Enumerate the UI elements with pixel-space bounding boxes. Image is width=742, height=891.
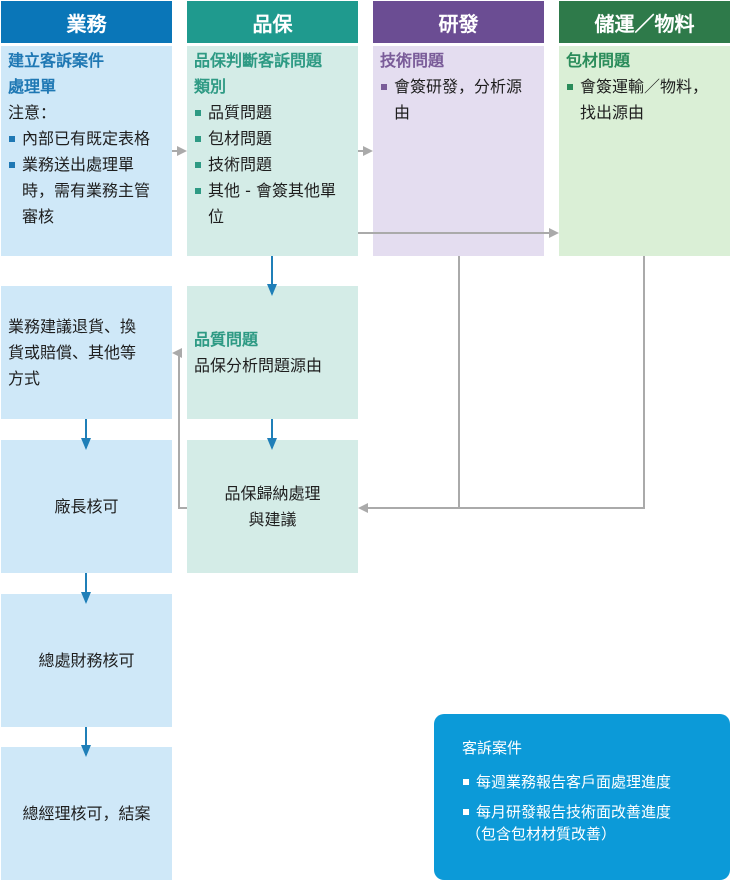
header-qa-label: 品保 bbox=[252, 11, 293, 36]
rd-tech-box: 技術問題 會簽研發，分析源由 bbox=[373, 46, 544, 256]
sales-suggest-box: 業務建議退貨、換 貨或賠償、其他等 方式 bbox=[1, 286, 172, 419]
qa-classify-item-3: 技術問題 bbox=[194, 152, 352, 178]
sales-create-item-1: 內部已有既定表格 bbox=[8, 126, 166, 152]
bullet-square-icon bbox=[463, 779, 469, 785]
qa-classify-item-2: 包材問題 bbox=[194, 126, 352, 152]
log-pack-item: 會簽運輸／物料，找出源由 bbox=[566, 74, 724, 126]
qa-quality-line: 品保分析問題源由 bbox=[194, 356, 323, 375]
qa-quality-title: 品質問題 bbox=[194, 330, 259, 349]
sales-create-title-2: 處理單 bbox=[8, 77, 57, 96]
log-pack-title: 包材問題 bbox=[566, 51, 631, 70]
header-rd: 研發 bbox=[373, 1, 544, 43]
bullet-square-icon bbox=[9, 162, 15, 168]
sales-create-note-label: 注意： bbox=[8, 103, 57, 122]
qa-classify-title-2: 類別 bbox=[194, 77, 227, 96]
bullet-square-icon bbox=[195, 162, 201, 168]
qa-classify-item-1: 品質問題 bbox=[194, 100, 352, 126]
case-note-box: 客訴案件 每週業務報告客戶面處理進度 每月研發報告技術面改善進度 （包含包材材質… bbox=[434, 714, 730, 880]
bullet-square-icon bbox=[463, 809, 469, 815]
bullet-square-icon bbox=[195, 188, 201, 194]
qa-summary-line-1: 品保歸納處理 bbox=[224, 483, 321, 503]
hq-finance-label: 總處財務核可 bbox=[38, 650, 135, 670]
header-logistics: 儲運／物料 bbox=[559, 1, 730, 43]
gm-approve-label: 總經理核可，結案 bbox=[22, 803, 151, 823]
connector-summary-to-sales bbox=[172, 348, 187, 509]
rd-tech-title: 技術問題 bbox=[380, 51, 445, 70]
bullet-square-icon bbox=[195, 110, 201, 116]
connector-logistics-return bbox=[358, 256, 645, 513]
qa-classify-box: 品保判斷客訴問題 類別 品質問題 包材問題 技術問題 其他 - 會簽其他單位 bbox=[187, 46, 358, 256]
bullet-square-icon bbox=[381, 84, 387, 90]
plant-approve-box: 廠長核可 bbox=[1, 440, 172, 573]
header-qa: 品保 bbox=[187, 1, 358, 43]
qa-summary-box: 品保歸納處理 與建議 bbox=[187, 440, 358, 573]
qa-summary-line-2: 與建議 bbox=[248, 509, 297, 529]
sales-suggest-line-3: 方式 bbox=[8, 369, 41, 388]
case-note-item-2-sub: （包含包材材質改善） bbox=[466, 825, 617, 843]
header-rd-label: 研發 bbox=[438, 11, 479, 36]
case-note-item-2: 每月研發報告技術面改善進度 bbox=[462, 801, 708, 823]
sales-suggest-line-1: 業務建議退貨、換 bbox=[8, 317, 137, 336]
header-sales-label: 業務 bbox=[66, 11, 107, 36]
case-note-item-1: 每週業務報告客戶面處理進度 bbox=[462, 771, 708, 793]
gm-approve-box: 總經理核可，結案 bbox=[1, 747, 172, 880]
qa-classify-title-1: 品保判斷客訴問題 bbox=[194, 51, 323, 70]
bullet-square-icon bbox=[9, 136, 15, 142]
header-logistics-label: 儲運／物料 bbox=[594, 11, 695, 36]
rd-tech-item: 會簽研發，分析源由 bbox=[380, 74, 538, 126]
header-sales: 業務 bbox=[1, 1, 172, 43]
sales-create-title-1: 建立客訴案件 bbox=[8, 51, 105, 70]
qa-quality-box: 品質問題 品保分析問題源由 bbox=[187, 286, 358, 419]
bullet-square-icon bbox=[567, 84, 573, 90]
bullet-square-icon bbox=[195, 136, 201, 142]
plant-approve-label: 廠長核可 bbox=[54, 496, 119, 516]
log-pack-box: 包材問題 會簽運輸／物料，找出源由 bbox=[559, 46, 730, 256]
sales-create-item-2: 業務送出處理單時，需有業務主管審核 bbox=[8, 152, 166, 230]
hq-finance-box: 總處財務核可 bbox=[1, 594, 172, 727]
sales-suggest-line-2: 貨或賠償、其他等 bbox=[8, 343, 137, 362]
case-note-title: 客訴案件 bbox=[462, 739, 523, 757]
qa-classify-item-4: 其他 - 會簽其他單位 bbox=[194, 178, 352, 230]
sales-create-box: 建立客訴案件 處理單 注意： 內部已有既定表格 業務送出處理單時，需有業務主管審… bbox=[1, 46, 172, 256]
